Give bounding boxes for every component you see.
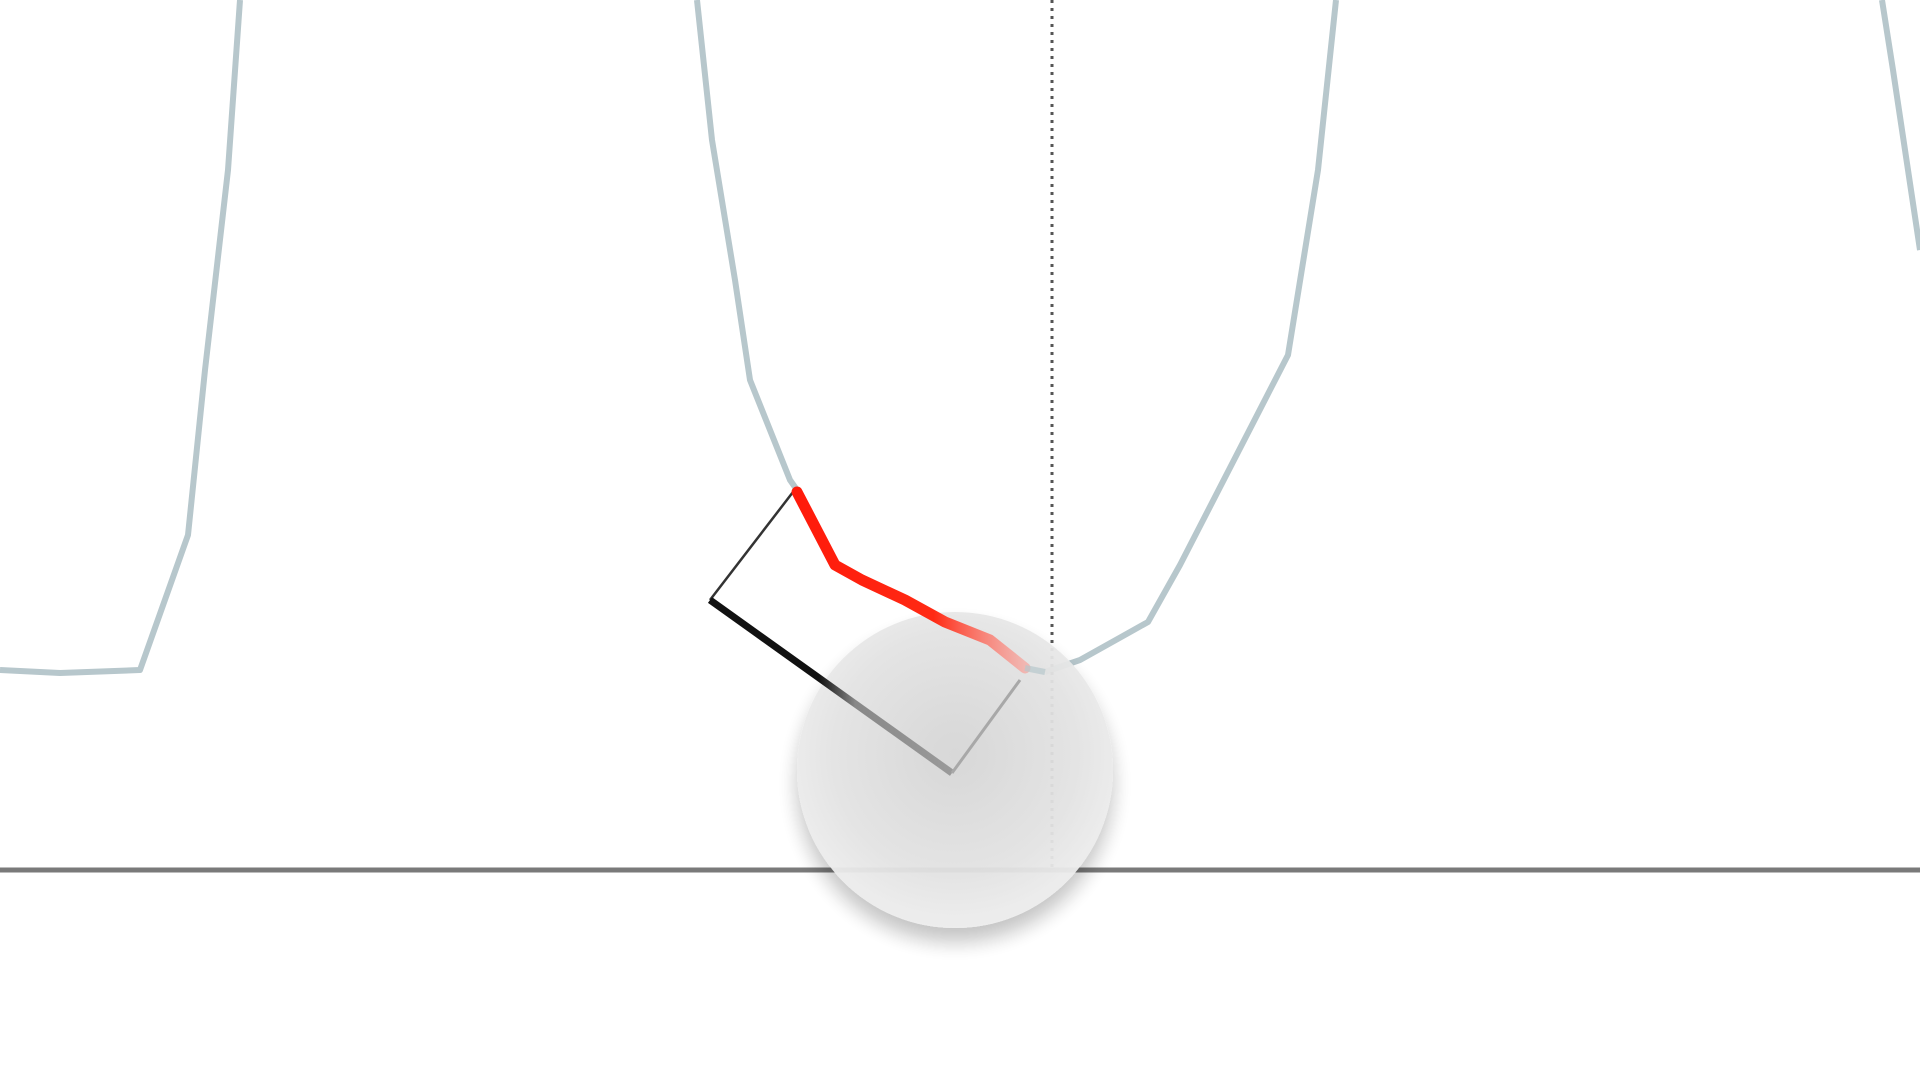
- waveform-segment-left[interactable]: [0, 0, 243, 676]
- waveform-faded-join: [1024, 665, 1046, 675]
- waveform-segment-middle-up[interactable]: [1044, 0, 1339, 675]
- selection-box-bottom-edge: [707, 597, 955, 776]
- selection-box-top-edge: [709, 491, 794, 601]
- waveform-selected-segment[interactable]: [791, 486, 1031, 674]
- selection-box-right-edge: [950, 679, 1022, 774]
- selection-box[interactable]: [707, 491, 1022, 776]
- waveform-segment-right[interactable]: [1879, 0, 1920, 251]
- waveform-segment-middle-down[interactable]: [694, 0, 800, 492]
